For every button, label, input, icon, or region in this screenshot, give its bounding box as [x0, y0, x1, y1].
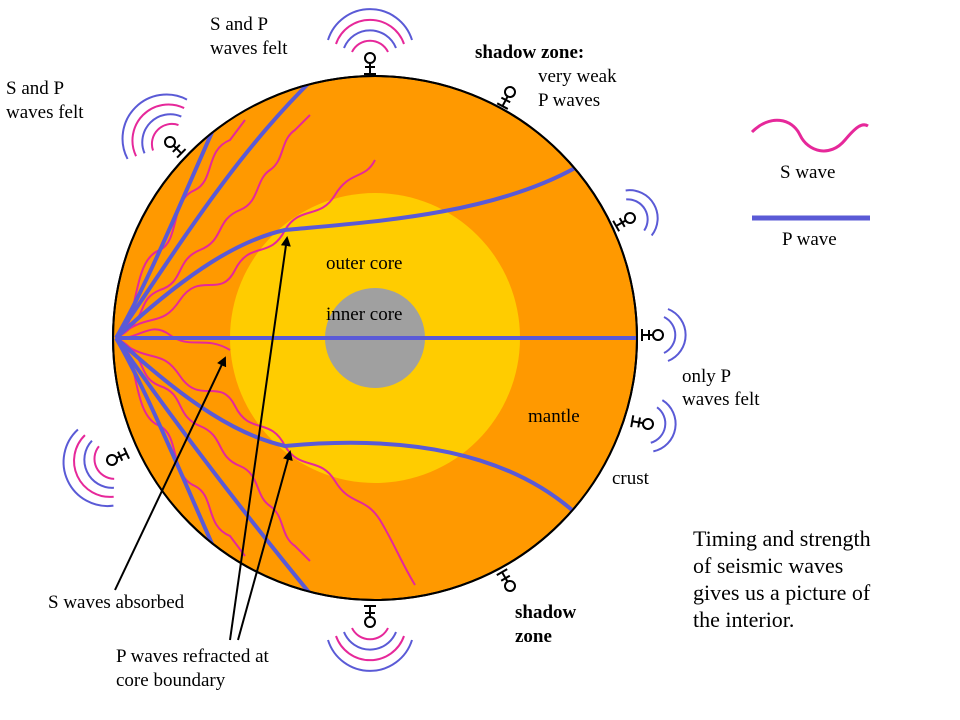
seismometer-icon [364, 52, 376, 75]
label-inner-core: inner core [326, 304, 402, 325]
label-outer-core: outer core [326, 253, 402, 274]
station-top [327, 8, 413, 75]
seismometer-icon [364, 605, 376, 628]
seismometer-icon [496, 568, 516, 592]
seismometer-icon [612, 212, 636, 232]
arrow-p-refracted-2 [237, 450, 293, 641]
seismometer-icon [641, 329, 664, 341]
station-lower-left [62, 428, 130, 508]
s-wave-path [115, 337, 416, 586]
earth-outline [112, 75, 638, 601]
arrow-s-absorbed [114, 356, 227, 591]
caption: Timing and strength of seismic waves giv… [693, 526, 876, 632]
station-shadow-bottom [496, 568, 516, 592]
label-mantle: mantle [528, 406, 580, 427]
label-shadow-bottom: shadow zone [515, 602, 581, 647]
p-wave-path [114, 109, 224, 340]
label-sp-top: S and P waves felt [210, 14, 288, 59]
legend-p-wave-label: P wave [782, 229, 837, 250]
p-wave-path [114, 78, 314, 340]
station-right-upper [612, 189, 659, 237]
station-right-middle [641, 308, 687, 362]
station-upper-left [121, 93, 188, 160]
arrow-p-refracted-1 [229, 236, 291, 641]
s-wave-path [115, 114, 311, 339]
p-wave-path [114, 336, 574, 512]
sine-wave-icon [750, 118, 869, 153]
label-shadow-top: shadow zone: very weak P waves [475, 42, 621, 111]
seismometer-icon [630, 415, 654, 430]
s-wave-path [115, 328, 231, 351]
legend-s-wave-label: S wave [780, 162, 835, 183]
station-right-lower [630, 399, 677, 453]
station-bottom [327, 605, 413, 672]
p-wave-path [114, 336, 314, 598]
seismometer-icon [106, 447, 130, 466]
seismometer-icon [496, 86, 516, 110]
station-shadow-top [496, 86, 516, 110]
label-p-refracted: P waves refracted at core boundary [116, 646, 274, 691]
label-s-absorbed: S waves absorbed [48, 592, 185, 613]
label-only-p: only P waves felt [682, 366, 760, 410]
legend: S wave P wave [750, 118, 870, 250]
label-sp-left: S and P waves felt [6, 78, 84, 123]
p-wave-path [114, 166, 576, 340]
seismometer-icon [164, 136, 187, 159]
p-wave-path [114, 336, 224, 567]
label-crust: crust [612, 468, 650, 489]
s-wave-path [115, 159, 376, 339]
